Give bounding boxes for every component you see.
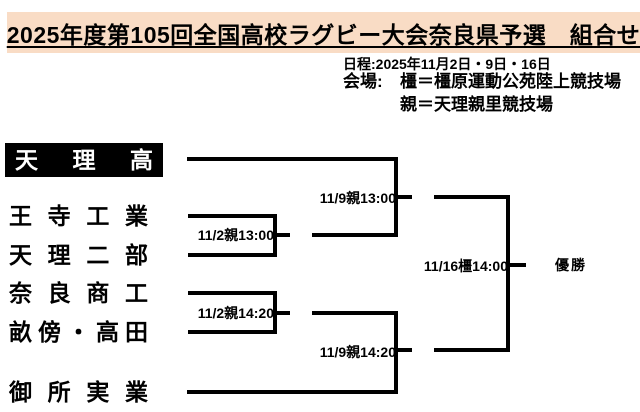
bracket-vert-round1-a — [273, 214, 277, 257]
match-label-semifinal-b: 11/9親14:20 — [319, 344, 396, 360]
winner-label: 優勝 — [555, 257, 587, 273]
bracket-line-tenri-nibu — [188, 253, 277, 257]
team-tenri-high-label: 天理高 — [15, 146, 153, 173]
match-label-round1-b: 11/2親14:20 — [197, 305, 274, 321]
venue-label: 会場: — [343, 72, 383, 91]
schedule-text: 日程:2025年11月2日・9日・16日 — [343, 56, 551, 72]
bracket-line-unebi-takada — [188, 330, 277, 334]
bracket-line-oji — [188, 214, 277, 218]
team-oji-kogyo: 王寺工業 — [9, 203, 148, 229]
bracket-line-gose — [187, 390, 398, 394]
team-tenri-high: 天理高 — [5, 143, 163, 177]
bracket-arm-final-bottom — [434, 348, 510, 352]
page-title: 2025年度第105回全国高校ラグビー大会奈良県予選 組合せ — [6, 21, 640, 48]
team-nara-shoko: 奈良商工 — [9, 280, 148, 306]
match-label-final: 11/16橿14:00 — [423, 258, 508, 274]
bracket-line-nara-shoko — [188, 291, 277, 295]
bracket-stub-final — [510, 263, 526, 267]
bracket-arm-final-top — [434, 195, 510, 199]
bracket-vert-semi-b — [394, 311, 398, 394]
venue-kashihara: 橿＝橿原運動公苑陸上競技場 — [400, 72, 621, 91]
bracket-line-tenri-high — [187, 157, 398, 161]
bracket-vert-round1-b — [273, 291, 277, 334]
bracket-stub-semi-a — [398, 195, 412, 199]
bracket-stub-semi-b — [398, 348, 412, 352]
team-tenri-nibu: 天理二部 — [9, 242, 148, 268]
bracket-arm-semi-b-top — [312, 311, 398, 315]
match-label-round1-a: 11/2親13:00 — [197, 227, 274, 243]
bracket-vert-final — [506, 195, 510, 352]
bracket-arm-semi-a-bottom — [312, 233, 398, 237]
team-gose-jitsugyo: 御所実業 — [9, 379, 148, 405]
match-label-semifinal-a: 11/9親13:00 — [319, 190, 396, 206]
title-band: 2025年度第105回全国高校ラグビー大会奈良県予選 組合せ — [7, 12, 640, 53]
bracket-stub-round1-b — [277, 311, 290, 315]
venue-oyasato: 親＝天理親里競技場 — [400, 95, 553, 114]
team-unebi-takada: 畝傍・高田 — [9, 319, 148, 345]
bracket-stub-round1-a — [277, 233, 290, 237]
bracket-vert-semi-a — [394, 157, 398, 237]
